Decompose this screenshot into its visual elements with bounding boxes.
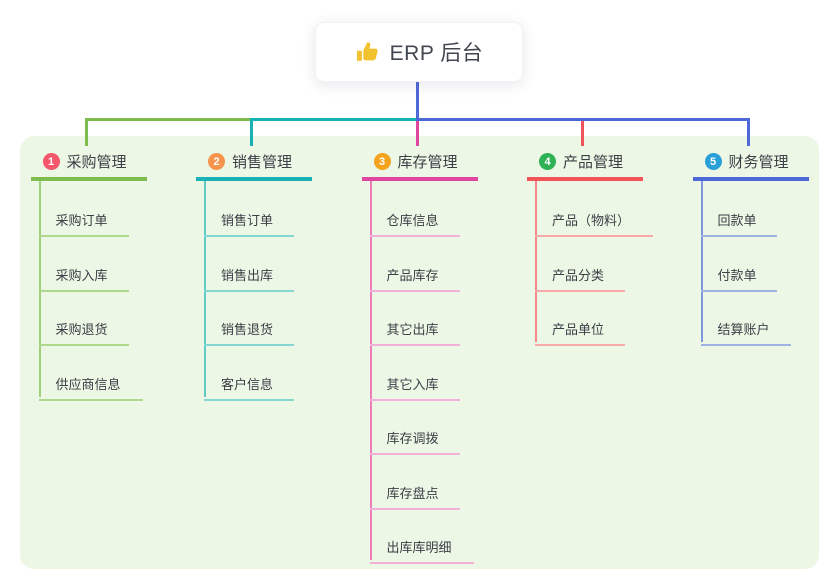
node-label: 销售订单 <box>221 213 274 228</box>
branch-label: 财务管理 <box>728 154 789 171</box>
branch-header-销售管理[interactable]: 2 销售管理 <box>196 146 312 181</box>
root-node[interactable]: ERP 后台 <box>315 22 523 82</box>
mindmap-node[interactable]: 供应商信息 <box>38 363 143 401</box>
node-label: 仓库信息 <box>386 213 439 228</box>
branch-label: 产品管理 <box>563 154 624 171</box>
mindmap-node[interactable]: 客户信息 <box>204 363 294 401</box>
connector-drop-2 <box>250 118 253 146</box>
mindmap-node[interactable]: 销售出库 <box>204 254 294 292</box>
node-label: 产品库存 <box>386 267 439 283</box>
node-label: 采购退货 <box>55 322 108 337</box>
mindmap-node[interactable]: 库存盘点 <box>369 472 460 510</box>
mindmap-node[interactable]: 产品单位 <box>535 308 625 346</box>
mindmap-node[interactable]: 其它出库 <box>369 308 460 346</box>
mindmap-node[interactable]: 其它入库 <box>369 363 460 401</box>
node-label: 产品分类 <box>552 267 605 283</box>
branch-header-采购管理[interactable]: 1 采购管理 <box>30 146 147 181</box>
branch-stem-line <box>204 181 206 397</box>
mindmap-node[interactable]: 回款单 <box>700 199 777 237</box>
mindmap-node[interactable]: 销售订单 <box>204 199 294 237</box>
node-label: 回款单 <box>717 213 757 228</box>
connector-drop-3 <box>415 118 419 146</box>
node-label: 销售退货 <box>221 322 274 337</box>
root-label: ERP 后台 <box>389 42 484 65</box>
branch-stem-line <box>535 181 537 342</box>
mindmap-node[interactable]: 产品（物料） <box>535 199 653 237</box>
node-label: 付款单 <box>717 267 757 283</box>
node-label: 采购入库 <box>55 267 108 283</box>
mindmap-panel <box>20 136 819 569</box>
connector-bus-right <box>415 118 750 121</box>
mindmap-node[interactable]: 采购退货 <box>38 308 129 346</box>
mindmap-node[interactable]: 付款单 <box>700 254 777 292</box>
connector-root-stem <box>415 82 419 121</box>
connector-bus-left-1 <box>84 118 252 121</box>
branch-label: 采购管理 <box>66 154 127 171</box>
node-label: 采购订单 <box>55 213 108 228</box>
node-label: 出库库明细 <box>386 540 452 555</box>
node-label: 客户信息 <box>221 376 274 392</box>
branch-label: 销售管理 <box>232 154 293 171</box>
connector-drop-4 <box>581 118 584 146</box>
mindmap-node[interactable]: 出库库明细 <box>369 526 474 564</box>
connector-drop-5 <box>746 118 750 146</box>
branch-stem-line <box>700 181 703 342</box>
mindmap-node[interactable]: 销售退货 <box>204 308 294 346</box>
branch-number-badge: 1 <box>42 153 60 170</box>
node-label: 其它入库 <box>386 376 439 392</box>
node-label: 结算账户 <box>717 322 770 337</box>
mindmap-node[interactable]: 产品分类 <box>535 254 625 292</box>
mindmap-node[interactable]: 库存调拨 <box>369 417 460 455</box>
node-label: 产品（物料） <box>552 213 631 228</box>
branch-stem-line <box>369 181 372 560</box>
branch-number-badge: 2 <box>208 153 225 170</box>
branch-header-库存管理[interactable]: 3 库存管理 <box>361 146 478 181</box>
mindmap-node[interactable]: 采购订单 <box>38 199 129 237</box>
node-label: 库存盘点 <box>386 485 439 501</box>
mindmap-node[interactable]: 采购入库 <box>38 254 129 292</box>
branch-number-badge: 5 <box>704 153 722 170</box>
branch-header-产品管理[interactable]: 4 产品管理 <box>527 146 643 181</box>
mindmap-node[interactable]: 结算账户 <box>700 308 791 346</box>
thumbs-up-icon <box>356 41 378 61</box>
node-label: 供应商信息 <box>55 376 121 392</box>
branch-number-badge: 3 <box>373 153 391 170</box>
branch-stem-line <box>38 181 41 397</box>
connector-bus-left-2 <box>250 118 419 121</box>
branch-header-财务管理[interactable]: 5 财务管理 <box>692 146 809 181</box>
node-label: 其它出库 <box>386 322 439 337</box>
connector-drop-1 <box>84 118 88 146</box>
mindmap-node[interactable]: 仓库信息 <box>369 199 460 237</box>
node-label: 产品单位 <box>552 322 605 337</box>
node-label: 库存调拨 <box>386 431 439 446</box>
branch-number-badge: 4 <box>539 153 556 170</box>
mindmap-node[interactable]: 产品库存 <box>369 254 460 292</box>
branch-label: 库存管理 <box>397 154 458 171</box>
node-label: 销售出库 <box>221 267 274 283</box>
